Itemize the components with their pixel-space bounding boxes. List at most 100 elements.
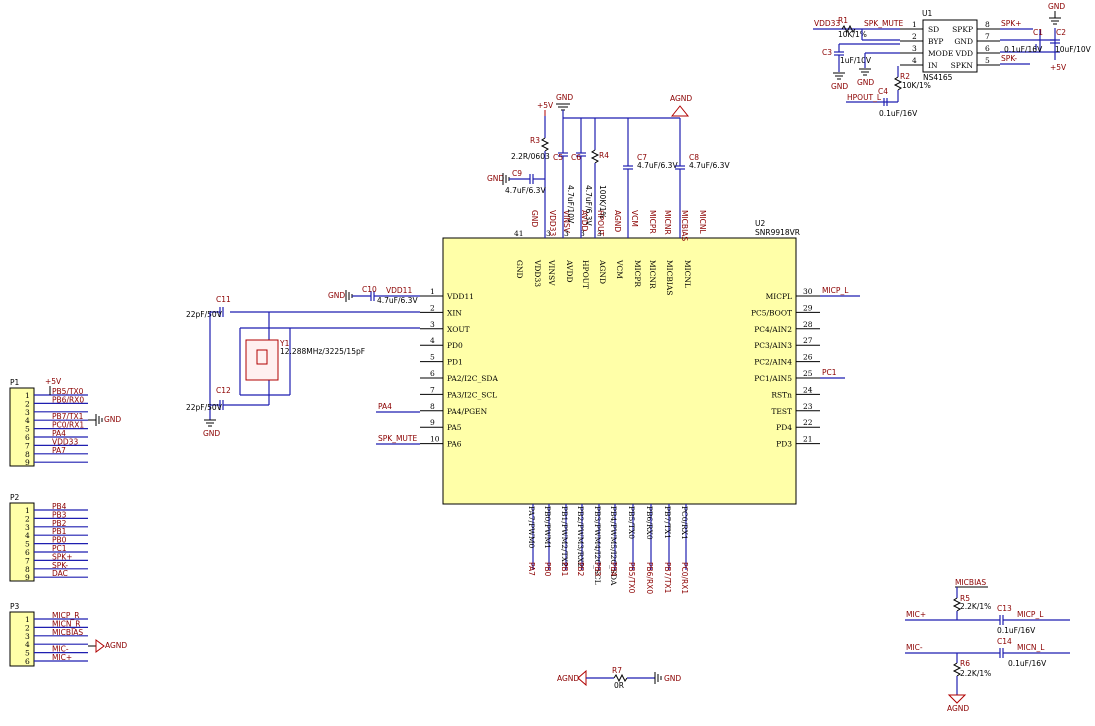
u1-pin-number: 7 (985, 32, 990, 41)
y1-ref: Y1 (279, 339, 290, 348)
u2-bottom-pin-name: PB6/RX0 (645, 506, 654, 540)
header-pin-number: 7 (25, 441, 30, 450)
header-net-label: PB3 (52, 510, 67, 519)
u2-top-pin-number: 3 (597, 229, 602, 238)
u2-top-net-name: MICNR (663, 210, 672, 235)
u2-pin-name: PC1/AIN5 (754, 374, 792, 383)
u2-pin-name: VDD11 (446, 292, 474, 301)
u1-pin-name: IN (928, 61, 938, 70)
gnd-label-c10: GND (328, 291, 345, 300)
c2-value: 10uF/10V (1055, 45, 1092, 54)
header-net-label: PA4 (52, 429, 66, 438)
header-net-label: PA7 (52, 446, 66, 455)
u2-pin-name: PA6 (447, 440, 462, 449)
header-pin-number: 8 (25, 565, 30, 574)
gnd-symbol-mode: GND (857, 68, 874, 87)
header-net-label: SPK+ (52, 552, 73, 561)
u1-pin-name: MODE (928, 49, 953, 58)
header-net-label: MICBIAS (52, 628, 83, 637)
gnd-symbol-u1: GND (1048, 2, 1065, 25)
u2-top-net-name: GND (530, 210, 539, 227)
p5v-label-u1: +5V (1050, 63, 1067, 72)
u2-part: SNR9918VR (755, 228, 800, 237)
mic-section: MICBIAS R5 2.2K/1% MIC+ C13 0.1uF/16V MI… (905, 578, 1070, 713)
header-pin-number: 3 (25, 408, 30, 417)
header-pin-number: 9 (25, 458, 30, 467)
u2-pin-number: 22 (803, 418, 813, 427)
micp-l-net-label: MICP_L (822, 286, 849, 295)
u2-pin-name: PD4 (776, 423, 792, 432)
u2-bottom-net-name: PB0 (543, 562, 552, 577)
c12-ref: C12 (216, 386, 231, 395)
u2-pin-number: 3 (430, 320, 435, 329)
u1-pin-name: SPKP (952, 25, 973, 34)
header-net-label: MICN_R (52, 619, 81, 628)
u2-bottom-pin-name: PB2/PWM3/RX2 (576, 506, 585, 568)
u2-pin-name: XOUT (447, 325, 470, 334)
spk-mute-net-label: SPK_MUTE (378, 434, 417, 443)
u2-top-net-name: VDD33 (548, 210, 557, 236)
y1-crystal (245, 339, 279, 381)
u2-pin-name: MICPL (766, 292, 792, 301)
header-pin-number: 1 (25, 615, 30, 624)
r7-ref: R7 (612, 666, 622, 675)
u1-pin-number: 3 (912, 44, 917, 53)
u2-pin-name: TEST (771, 407, 792, 416)
gnd-label-r7: GND (664, 674, 681, 683)
u2-bottom-net-name: PB4 (609, 562, 618, 577)
c10-ref: C10 (362, 285, 377, 294)
vdd11-section: GND C10 4.7uF/6.3V VDD11 (328, 285, 420, 305)
header-net-label: PB5/TX0 (52, 387, 84, 396)
u2-pin-number: 28 (803, 320, 813, 329)
r2-ref: R2 (900, 72, 910, 81)
u2-top-pin-name: VCM (615, 259, 624, 279)
c9-value: 4.7uF/6.3V (505, 186, 546, 195)
u2-top-net-name: VCM (630, 210, 639, 227)
p1-gnd: GND (104, 415, 121, 424)
u2-top-pin-name: MICNL (683, 260, 692, 288)
micbias-label: MICBIAS (955, 578, 986, 587)
header-pin-number: 8 (25, 450, 30, 459)
u2-bottom-pin-name: PB0/PWM1 (543, 506, 552, 549)
c5-value: 4.7uF/10V (566, 185, 575, 224)
c1-value: 0.1uF/16V (1004, 45, 1043, 54)
u2-bottom-pin-name: PB1/PWM2/TX2 (560, 506, 569, 567)
header-net-label: PB1 (52, 527, 67, 536)
c1-ref: C1 (1033, 28, 1043, 37)
header-net-label: VDD33 (52, 437, 78, 446)
u2-top-pin-name: VINSV (547, 259, 556, 286)
y1-value: 12.288MHz/3225/15pF (280, 347, 365, 356)
header-pin-number: 4 (25, 531, 30, 540)
u2-top-net-name: MICPR (648, 210, 657, 234)
agnd-label-r7: AGND (557, 674, 579, 683)
crystal-section: C11 22pF/50V C12 22pF/50V GND Y1 12.288M… (186, 295, 420, 438)
u2-bottom-net-name: PC0/RX1 (680, 562, 689, 594)
r4-value: 100K/1% (598, 185, 607, 219)
u2-bottom-pin-name: PB3/PWM4/I2C_SCL (593, 506, 602, 585)
header-pin-number: 6 (25, 548, 30, 557)
power-top: +5V R3 2.2R/0603 GND C5 4.7uF/10V C6 4.7… (487, 93, 730, 238)
header-pin-number: 6 (25, 657, 30, 666)
u1-pin-number: 8 (985, 20, 990, 29)
header-pin-number: 1 (25, 506, 30, 515)
r7-resistor (613, 673, 628, 683)
header-net-label: PB0 (52, 536, 67, 545)
r1-value: 10K/1% (838, 30, 867, 39)
u2-bottom-net-name: PB1 (560, 562, 569, 577)
u2-top-pin-name: MICPR (633, 260, 642, 287)
header-pin-number: 6 (25, 433, 30, 442)
u2-pin-number: 24 (803, 385, 813, 394)
u2-pin-number: 30 (803, 287, 813, 296)
p3-agnd: AGND (105, 641, 127, 650)
c10-value: 4.7uF/6.3V (377, 296, 418, 305)
u2-top-pin-number: 3 (580, 229, 585, 238)
header-pin-number: 5 (25, 425, 30, 434)
c11-ref: C11 (216, 295, 231, 304)
gnd-label-mode: GND (857, 78, 874, 87)
u2-top-pin-name: VDD33 (533, 259, 542, 287)
u2-pin-number: 27 (803, 336, 813, 345)
u2-top-pin-name: MICBIAS (665, 260, 674, 295)
r6-ref: R6 (960, 659, 970, 668)
